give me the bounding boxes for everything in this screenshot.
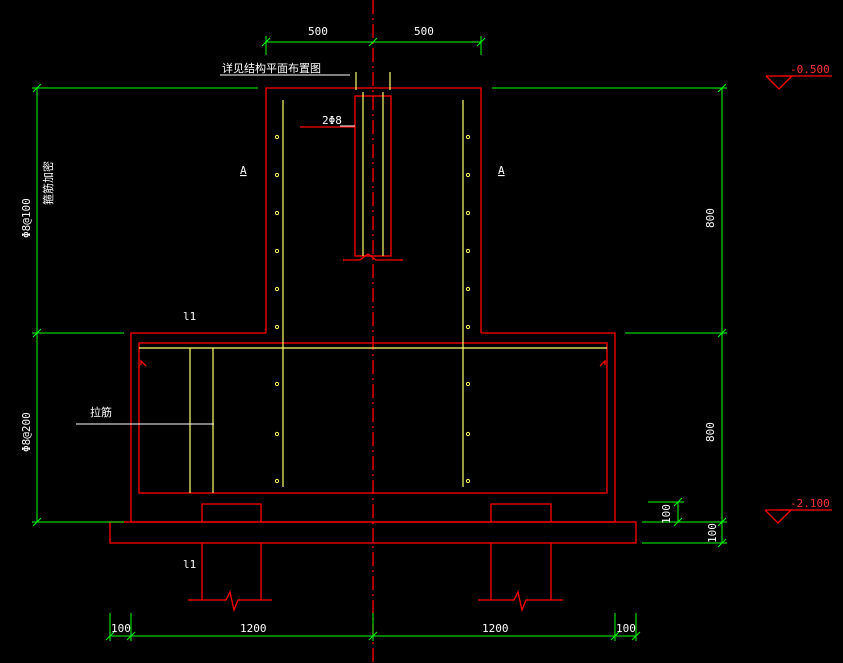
stirrup-upper-note: 箍筋加密 <box>41 161 55 205</box>
dim-top-left: 500 <box>308 25 328 38</box>
dim-bottom-left-edge: 100 <box>111 622 131 635</box>
elevation-marker-bottom <box>764 509 832 524</box>
label-l1-top: l1 <box>183 310 196 323</box>
elevation-top: -0.500 <box>790 63 830 76</box>
concrete-outline <box>109 87 637 613</box>
elevation-bottom: -2.100 <box>790 497 830 510</box>
stirrup-upper: Φ8@100 <box>20 198 33 238</box>
section-a-right: A <box>498 164 505 177</box>
rebar-cage <box>139 72 607 493</box>
dim-top-right: 500 <box>414 25 434 38</box>
dim-right-lower: 800 <box>704 422 717 442</box>
note-top: 详见结构平面布置图 <box>222 61 321 75</box>
rebar-note: 拉筋 <box>90 405 112 419</box>
rebar-2phi8-label: 2Φ8 <box>322 114 342 127</box>
label-l1-bottom: l1 <box>183 558 196 571</box>
dim-bottom-right-edge: 100 <box>616 622 636 635</box>
dim-right-upper: 800 <box>704 208 717 228</box>
dim-right-small-1: 100 <box>660 504 673 524</box>
dim-bottom-left: 1200 <box>240 622 267 635</box>
stirrup-lower: Φ8@200 <box>20 412 33 452</box>
dim-bottom-right: 1200 <box>482 622 509 635</box>
elevation-marker-top <box>765 75 832 90</box>
dimension-lines <box>32 36 727 641</box>
section-a-left: A <box>240 164 247 177</box>
dim-right-small-2: 100 <box>706 523 719 543</box>
